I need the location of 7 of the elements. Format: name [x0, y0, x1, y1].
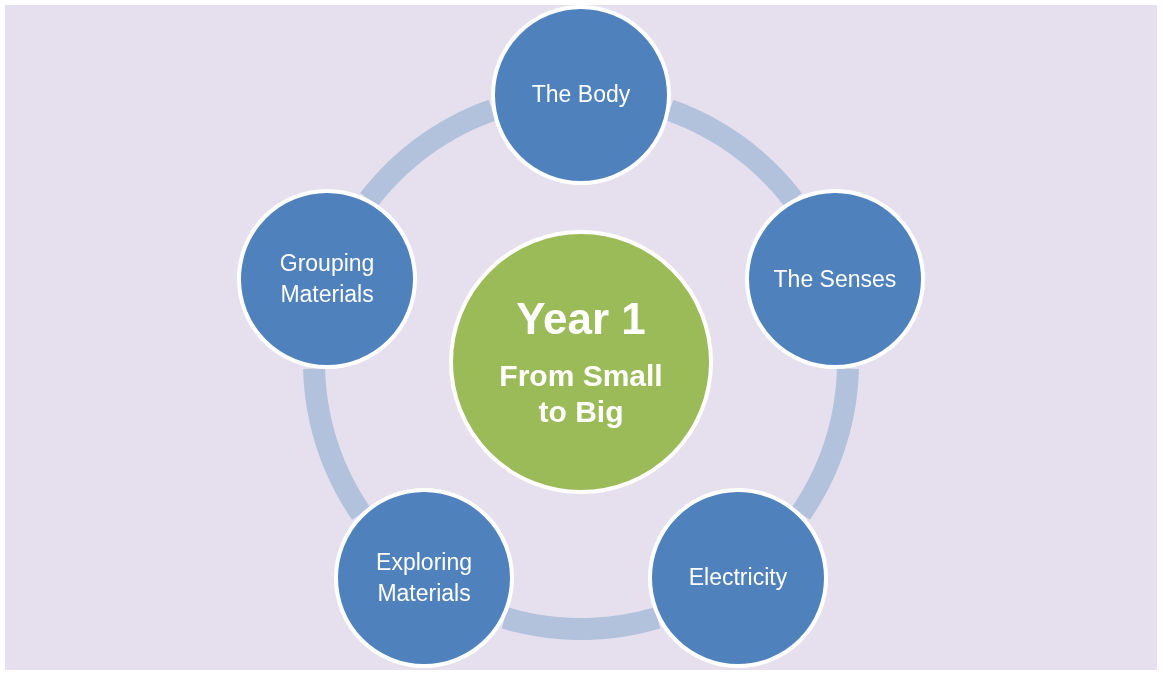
circle-label: Grouping Materials	[278, 249, 376, 310]
circle-label: Electricity	[688, 563, 788, 593]
circle-label: Exploring Materials	[375, 547, 473, 608]
circle-label: The Body	[531, 80, 631, 110]
circle-title: Year 1	[516, 294, 646, 344]
circle-label: The Senses	[773, 264, 897, 294]
circle-subtitle: From Small to Big	[498, 358, 664, 430]
